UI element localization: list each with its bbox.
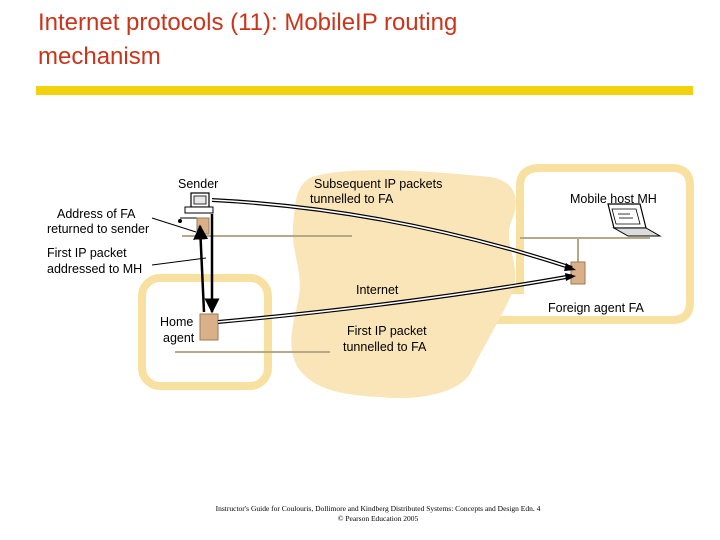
sender-label: Sender	[178, 177, 218, 191]
footer-credit: Instructor's Guide for Coulouris, Dollim…	[188, 504, 568, 524]
first-packet-leader	[151, 257, 207, 266]
internet-label: Internet	[356, 283, 399, 297]
first-packet-label-line2: addressed to MH	[47, 262, 142, 276]
address-fa-label-line2: returned to sender	[47, 222, 149, 236]
slide-title: Internet protocols (11): MobileIP routin…	[38, 6, 638, 74]
subsequent-packets-label-line1: Subsequent IP packets	[314, 177, 442, 191]
internet-cloud	[291, 170, 516, 398]
slide-title-line1: Internet protocols (11): MobileIP routin…	[38, 9, 458, 36]
first-tunnelled-label-line1: First IP packet	[347, 324, 427, 338]
footer-line1: Instructor's Guide for Coulouris, Dollim…	[215, 504, 541, 513]
sender-computer-icon[interactable]	[178, 192, 214, 223]
mobile-host-label: Mobile host MH	[570, 192, 657, 206]
address-fa-leader	[151, 217, 197, 233]
home-agent-label-line2: agent	[163, 331, 195, 345]
home-agent-label-line1: Home	[160, 315, 193, 329]
slide-title-line2: mechanism	[38, 43, 161, 70]
sender-router[interactable]	[196, 217, 210, 235]
address-fa-label-line1: Address of FA	[57, 207, 136, 221]
first-packet-label-line1: First IP packet	[47, 246, 127, 260]
title-underline-bar	[36, 86, 693, 95]
foreign-agent-label: Foreign agent FA	[548, 301, 645, 315]
foreign-agent-router[interactable]	[570, 261, 586, 285]
subsequent-packets-label-line2: tunnelled to FA	[310, 192, 394, 206]
address-returned-arrow	[193, 224, 209, 313]
footer-line2: © Pearson Education 2005	[337, 514, 419, 523]
mobile-host-laptop-icon[interactable]	[607, 203, 662, 237]
first-tunnelled-label-line2: tunnelled to FA	[343, 340, 427, 354]
home-agent-router[interactable]	[199, 313, 219, 341]
